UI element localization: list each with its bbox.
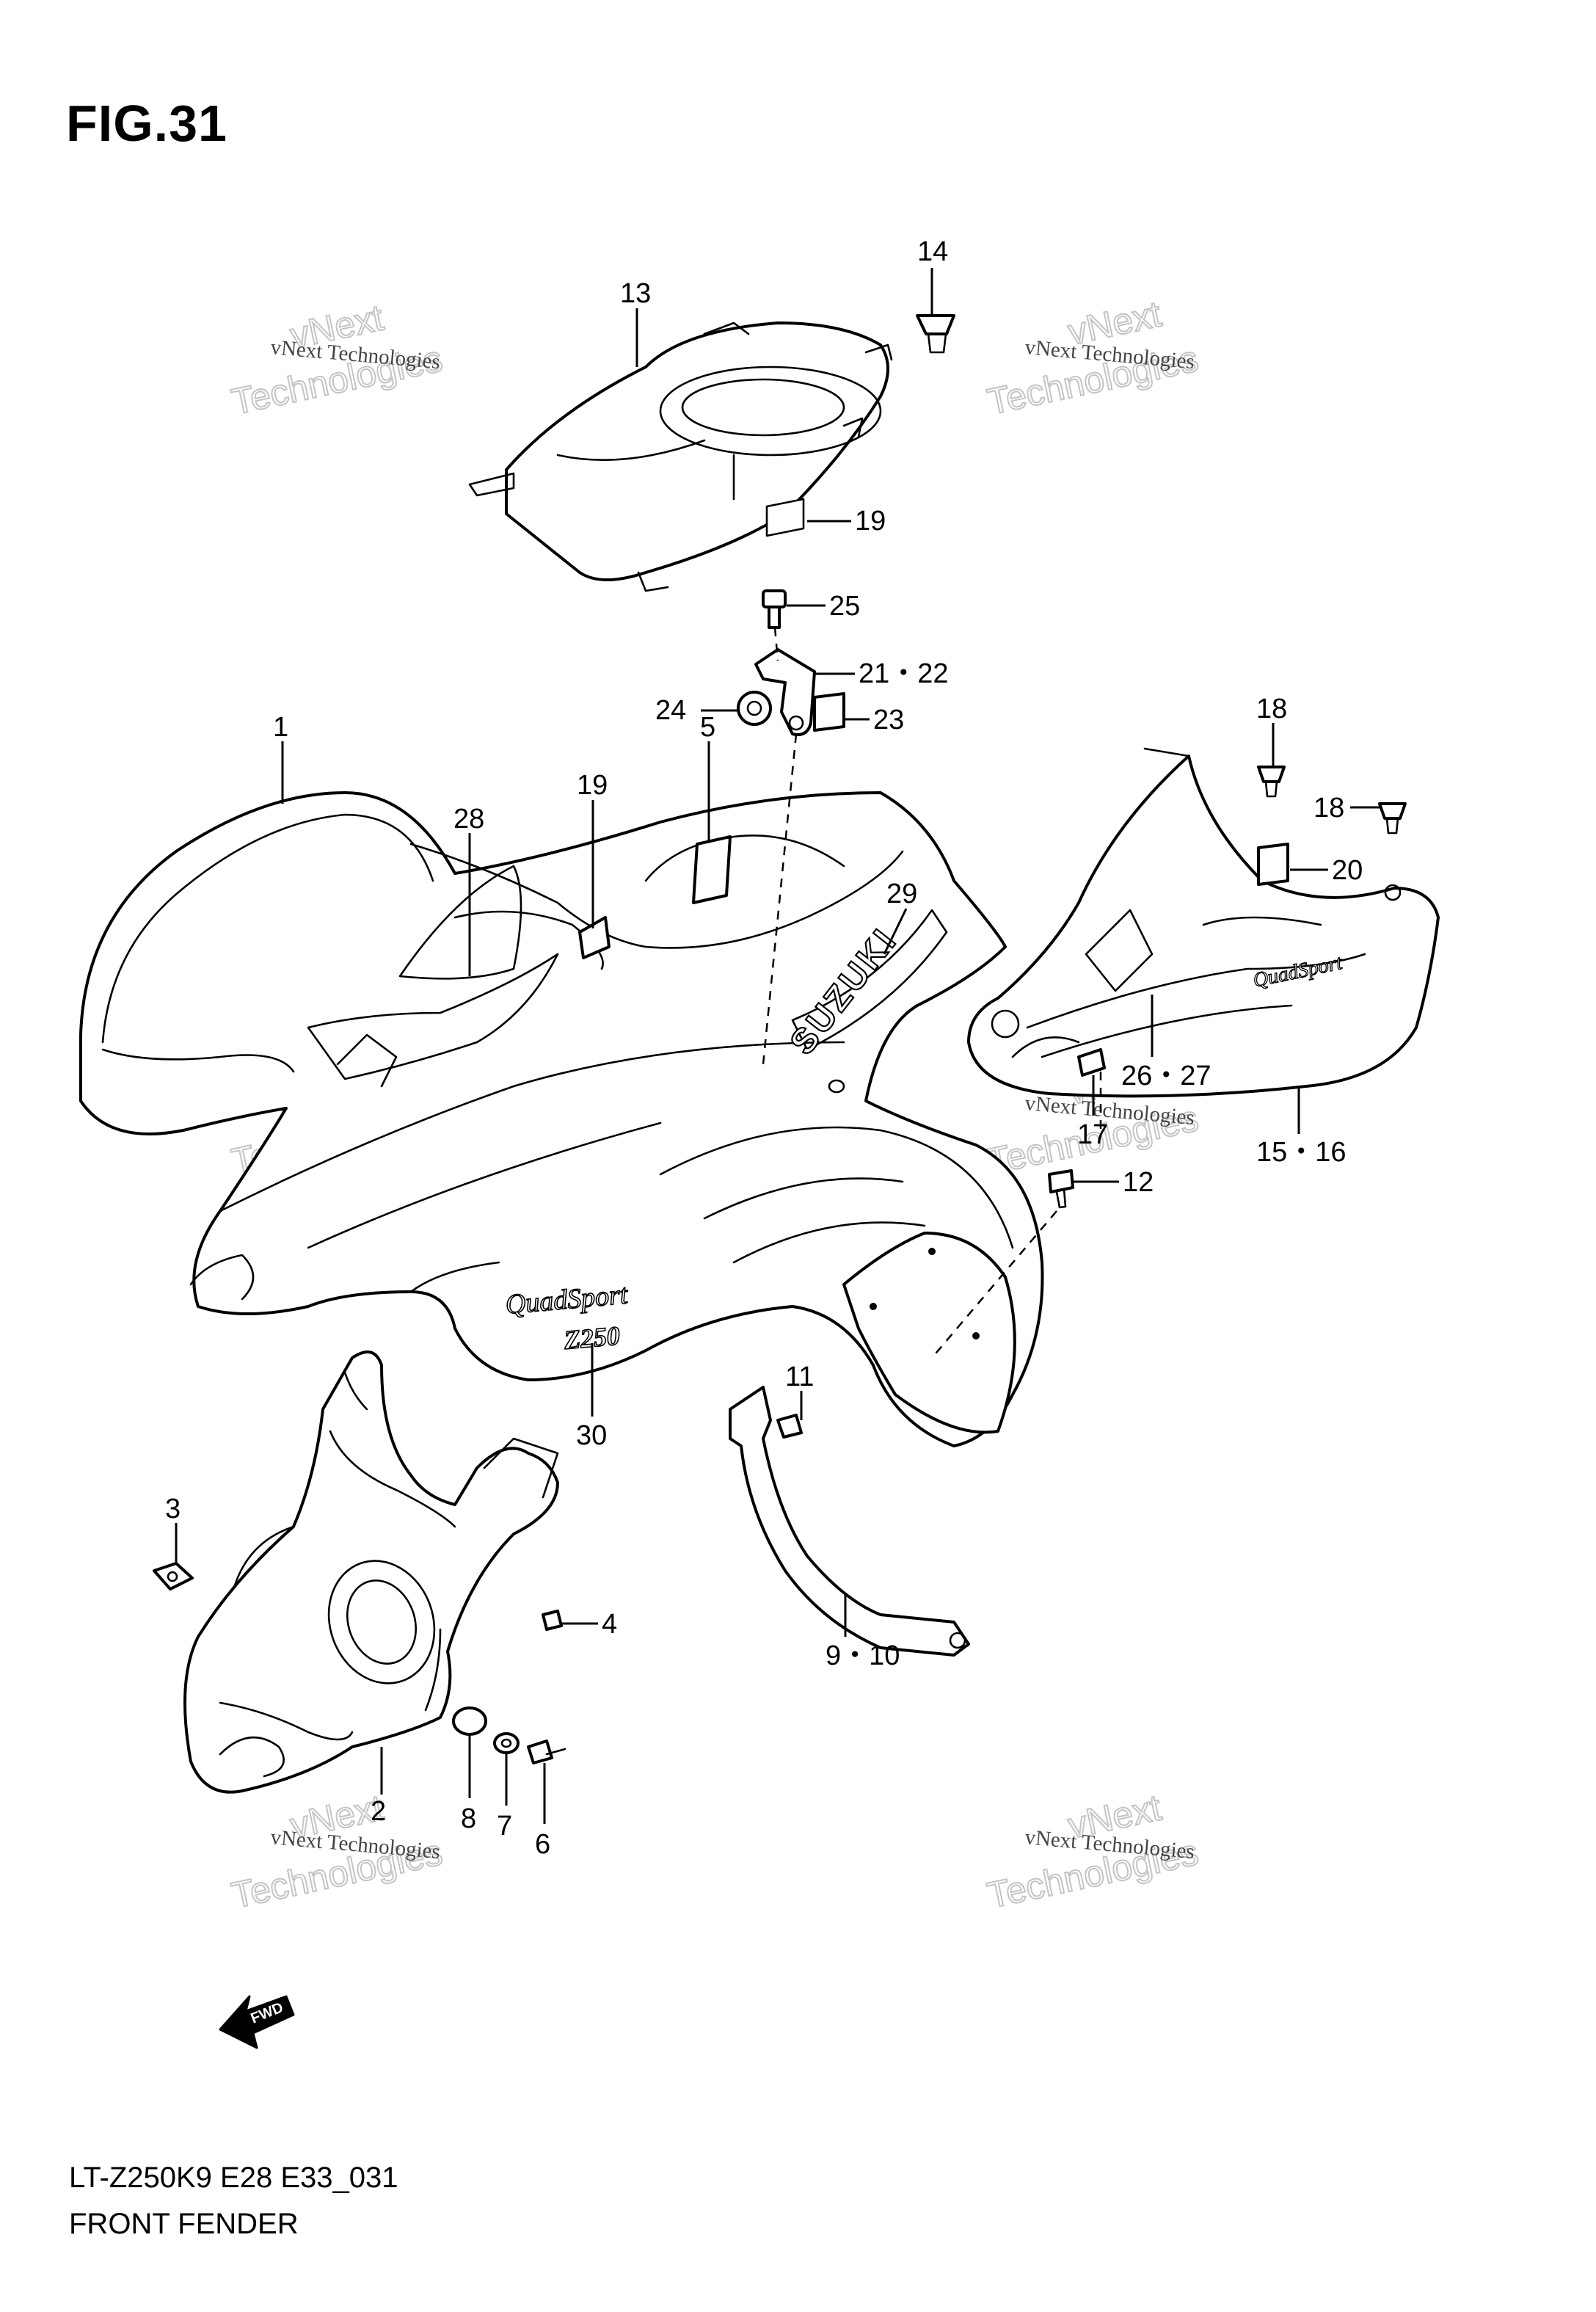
callout-29: 29 [886,879,917,909]
callout-1: 1 [273,712,288,743]
part-8-cushion [452,1706,487,1736]
part-21-22-bracket [754,648,816,736]
callout-labels: 14 13 19 25 21・22 24 23 1 28 19 5 29 18 … [165,236,1363,1860]
part-20-pad [1257,843,1289,886]
part-15-16-side-panel: QuadSport [967,747,1440,1098]
callout-28: 28 [453,804,484,835]
callout-2: 2 [371,1796,386,1827]
callout-3: 3 [165,1494,181,1524]
fwd-arrow-icon: FWD [219,1995,295,2049]
callout-26-27: 26・27 [1121,1061,1211,1091]
callout-24: 24 [655,695,686,726]
callout-21-22: 21・22 [859,658,949,689]
part-9-10-stay [729,1386,970,1657]
callout-5: 5 [700,712,715,743]
callout-6: 6 [535,1829,550,1860]
callout-11: 11 [785,1362,814,1392]
callout-19-top: 19 [855,506,886,537]
leader-lines [175,268,1380,1824]
watermark-bottom-left: Technologies vNext vNext Technologies [227,1786,447,1916]
section-name: FRONT FENDER [69,2208,299,2240]
callout-17: 17 [1077,1119,1108,1150]
part-19-pad-left [578,916,611,959]
part-18-clip-b [1378,802,1407,835]
part-14-clip [916,314,955,354]
part-13-top-cover [468,321,893,592]
part-11-bolt [776,1414,803,1439]
watermark-top-right: Technologies vNext vNext Technologies [983,292,1203,423]
part-18-clip-a [1257,766,1286,798]
callout-25: 25 [829,591,860,622]
model-code: LT-Z250K9 E28 E33_031 [69,2162,398,2194]
part-23-pad [813,692,845,732]
part-3-clip-nut [153,1562,194,1591]
part-17-screw [1077,1048,1106,1077]
callout-20: 20 [1332,855,1363,886]
callout-7: 7 [497,1811,512,1842]
callout-30: 30 [576,1420,607,1451]
part-24-damper [737,691,772,726]
assembly-dashed-lines [762,627,1102,1359]
part-25-bolt [762,589,787,629]
callout-23: 23 [873,705,904,735]
part-12-screw [1048,1169,1074,1209]
part-28-side-decal [307,865,559,1088]
callout-8: 8 [461,1803,476,1834]
part-1-front-fender [79,791,1044,1447]
callout-18-b: 18 [1313,793,1344,824]
callout-14: 14 [917,236,948,267]
callout-15-16: 15・16 [1256,1137,1347,1168]
callout-9-10: 9・10 [826,1640,900,1671]
callout-19-mid: 19 [577,770,608,801]
part-7-washer [493,1732,520,1754]
callout-18-a: 18 [1256,694,1287,724]
part-5-pad [692,835,732,904]
part-6-bolt [527,1740,566,1764]
part-4-screw [542,1610,563,1631]
callout-13: 13 [620,278,651,309]
part-2-front-panel [183,1351,559,1794]
watermark-top-left: Technologies vNext vNext Technologies [227,296,447,423]
callout-12: 12 [1123,1167,1154,1198]
callout-4: 4 [602,1609,617,1640]
figure-title: FIG.31 [66,95,227,152]
watermark-bottom-right: Technologies vNext vNext Technologies [983,1786,1203,1916]
